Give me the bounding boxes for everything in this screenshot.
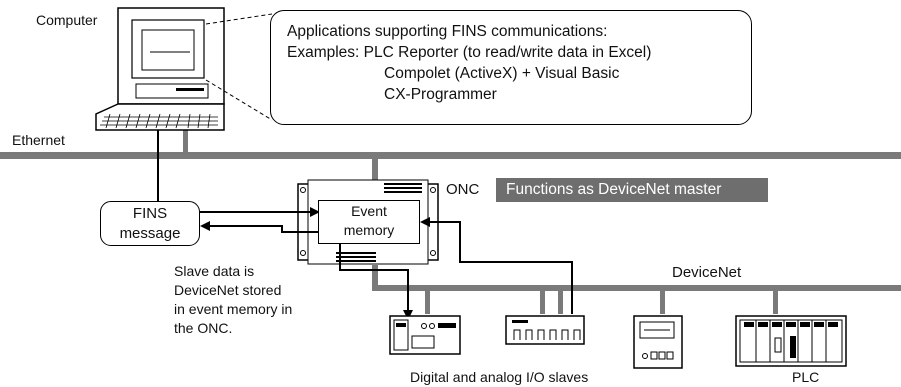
devicenet-label: DeviceNet <box>672 264 742 281</box>
computer-ethernet-drop <box>183 128 188 153</box>
slave-note-line-1: Slave data is <box>174 263 255 279</box>
drop-io-slave-2a <box>540 290 545 314</box>
fins-message-line-2: message <box>119 225 181 242</box>
event-memory-box: Event memory <box>318 200 420 244</box>
io-slaves-label: Digital and analog I/O slaves <box>410 369 589 385</box>
onc-ethernet-drop <box>372 158 378 184</box>
computer-icon <box>95 7 225 131</box>
io-slave-3-icon <box>633 315 683 369</box>
plc-icon <box>735 315 847 367</box>
slave-note-line-2: DeviceNet stored <box>174 282 282 298</box>
callout-line-3: Compolet (ActiveX) + Visual Basic <box>384 65 620 82</box>
event-memory-line-1: Event <box>351 203 387 219</box>
devicenet-bus <box>372 265 378 291</box>
slave-data-note: Slave data is DeviceNet stored in event … <box>174 262 292 338</box>
slave2-to-onc-arrow <box>420 217 573 314</box>
ethernet-label: Ethernet <box>12 132 65 148</box>
onc-label: ONC <box>446 181 480 198</box>
devicenet-master-badge: Functions as DeviceNet master <box>496 178 768 202</box>
io-slave-2-icon <box>505 315 585 345</box>
drop-io-slave-3 <box>660 290 665 314</box>
fins-message-box: FINS message <box>100 201 200 246</box>
event-to-fins-arrow <box>200 221 318 233</box>
callout-pointer-bottom <box>205 79 273 121</box>
drop-io-slave-2b <box>558 290 563 314</box>
slave-note-line-4: the ONC. <box>174 320 233 336</box>
applications-callout: Applications supporting FINS communicati… <box>270 10 752 125</box>
drop-io-slave-1 <box>425 290 430 314</box>
onc-to-slave1-arrow <box>339 244 413 320</box>
drop-plc <box>773 290 778 314</box>
slave-note-line-3: in event memory in <box>174 301 293 317</box>
callout-line-1: Applications supporting FINS communicati… <box>287 23 608 40</box>
callout-line-4: CX-Programmer <box>384 86 497 103</box>
fins-message-line-1: FINS <box>132 205 168 222</box>
callout-line-2: Examples: PLC Reporter (to read/write da… <box>287 44 652 61</box>
plc-label: PLC <box>792 369 820 385</box>
devicenet-trunk <box>372 285 901 291</box>
event-memory-line-2: memory <box>343 222 395 238</box>
io-slave-1-icon <box>389 315 461 355</box>
computer-label: Computer <box>36 12 98 28</box>
ethernet-bus <box>0 152 901 159</box>
